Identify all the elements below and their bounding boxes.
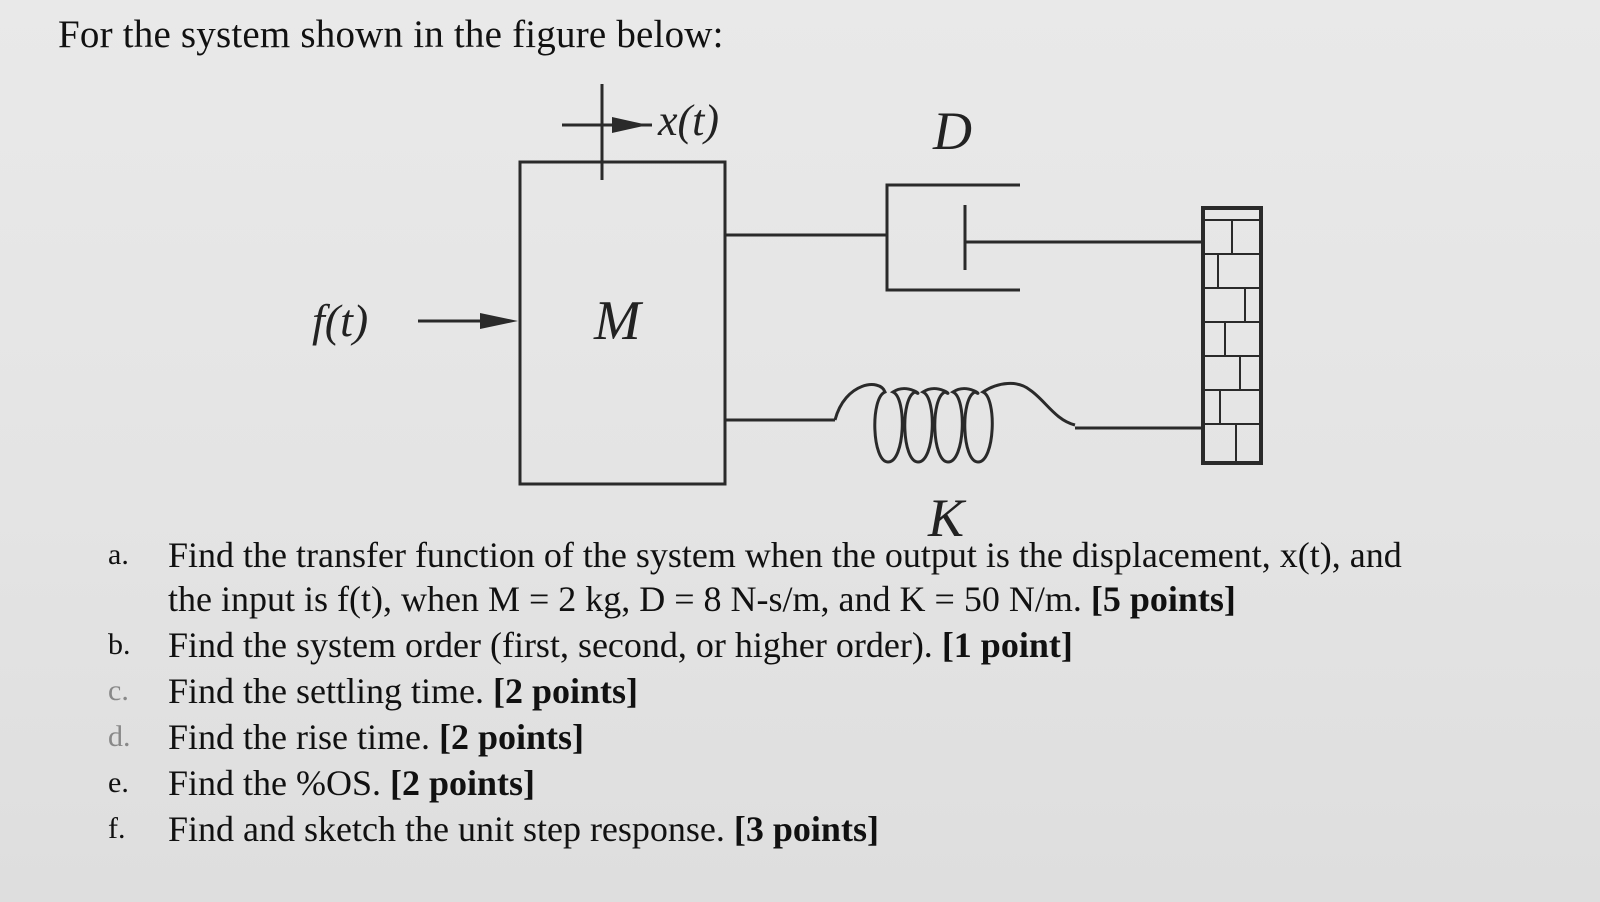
question-text: Find the system order (first, second, or… [168, 625, 933, 665]
question-letter: a. [108, 538, 129, 571]
intro-text: For the system shown in the figure below… [58, 13, 724, 56]
question-points: [3 points] [733, 809, 879, 849]
question-text: Find the rise time. [168, 717, 430, 757]
question-points: [5 points] [1090, 579, 1236, 619]
x-label: x(t) [658, 96, 720, 145]
question-letter: f. [108, 812, 126, 845]
question-text: Find the settling time. [168, 671, 484, 711]
force-label: f(t) [312, 295, 369, 346]
question-points: [1 point] [941, 625, 1073, 665]
question-letter: d. [108, 720, 131, 753]
mass-spring-damper-diagram [418, 84, 1263, 486]
wall [1201, 206, 1263, 465]
spring-label: K [928, 488, 965, 548]
mass-block [518, 160, 727, 486]
question-text: the input is f(t), when M = 2 kg, D = 8 … [168, 579, 1082, 619]
force-arrowhead [480, 313, 518, 329]
question-letter: e. [108, 766, 129, 799]
question-points: [2 points] [492, 671, 639, 711]
question-letter: c. [108, 674, 129, 707]
damper-label: D [933, 101, 972, 161]
mass-label: M [594, 290, 641, 352]
spring-coil [833, 382, 1076, 464]
question-text: Find the %OS. [168, 763, 382, 803]
question-text: Find the transfer function of the system… [168, 535, 1402, 575]
x-arrowhead [612, 117, 648, 133]
question-text: Find and sketch the unit step response. [168, 809, 725, 849]
question-points: [2 points] [438, 717, 584, 757]
question-points: [2 points] [390, 763, 536, 803]
damper-cylinder [885, 183, 1020, 292]
question-letter: b. [108, 628, 131, 661]
